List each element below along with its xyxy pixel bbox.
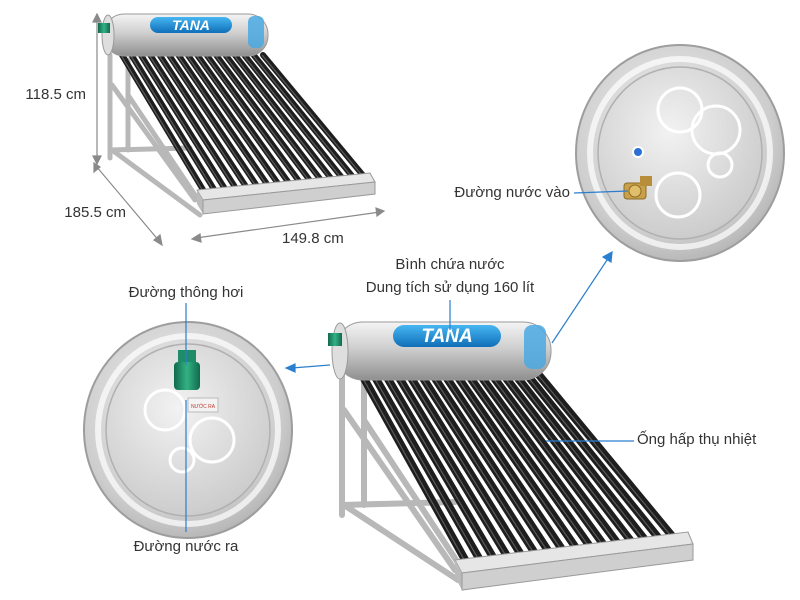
heater-main-tube-highlight bbox=[513, 374, 647, 544]
heater-top-tube bbox=[175, 52, 272, 190]
heater-main-tube-highlight bbox=[478, 374, 606, 549]
heater-main-tank: TANA bbox=[328, 321, 552, 381]
heater-main-tube bbox=[499, 371, 638, 549]
dimension-lines bbox=[92, 12, 386, 247]
heater-top-tube-highlight bbox=[176, 54, 269, 187]
heater-top-tube-highlight bbox=[223, 54, 322, 182]
inlet-label: Đường nước vào bbox=[454, 184, 570, 201]
heater-top-tube bbox=[260, 52, 367, 180]
heater-main-tube bbox=[428, 371, 555, 559]
heater-main-tube bbox=[358, 371, 472, 569]
outlet-tag bbox=[187, 397, 219, 413]
heater-main-tube bbox=[417, 371, 541, 561]
heater-main-view: TANA bbox=[328, 321, 694, 591]
tank-capacity-label: Dung tích sử dụng 160 lít bbox=[365, 279, 535, 296]
heater-main-tube bbox=[405, 371, 528, 563]
heater-top-tube bbox=[137, 52, 230, 194]
outlet-tag-text: NƯỚC RA bbox=[191, 403, 216, 410]
heater-top-tube bbox=[203, 52, 304, 187]
heater-main-tube bbox=[369, 371, 486, 568]
heater-main-tube-highlight bbox=[443, 374, 565, 554]
heater-top-tube bbox=[231, 52, 336, 183]
tank-title-label: Bình chứa nước bbox=[395, 256, 505, 273]
heater-main-tube-highlight bbox=[384, 374, 496, 562]
heater-top-tube bbox=[213, 52, 314, 185]
heater-top-rail bbox=[196, 172, 376, 215]
heater-main-tube-highlight bbox=[395, 374, 509, 561]
heater-main-tube-highlight bbox=[490, 374, 620, 547]
depth-dimension-label: 185.5 cm bbox=[64, 204, 126, 221]
heater-main-tube bbox=[440, 371, 569, 558]
heater-top-frame bbox=[107, 52, 208, 218]
heater-top-tube-highlight bbox=[233, 54, 332, 181]
heater-top-tubes bbox=[119, 52, 367, 196]
heater-main-rail bbox=[454, 531, 694, 591]
heater-top-tube bbox=[184, 52, 283, 189]
heater-top-tube bbox=[166, 52, 261, 191]
heater-main-brand-text: TANA bbox=[421, 326, 472, 347]
heater-top-tube-highlight bbox=[205, 54, 300, 184]
heater-main-tube bbox=[381, 371, 500, 566]
heater-top-view: TANA bbox=[92, 12, 386, 247]
heater-top-tube-highlight bbox=[242, 54, 343, 180]
outlet-end-plate: NƯỚC RA bbox=[83, 321, 293, 539]
heater-top-tube bbox=[147, 52, 240, 193]
height-dimension-label: 118.5 cm bbox=[25, 86, 86, 103]
heater-top-tube bbox=[119, 52, 208, 196]
heater-top-tube-highlight bbox=[186, 54, 279, 186]
heater-main-tube bbox=[535, 371, 679, 544]
heater-main-tube bbox=[464, 371, 597, 554]
heater-main-tube-highlight bbox=[537, 374, 675, 540]
heater-top-tube-highlight bbox=[261, 54, 364, 177]
heater-top-tube bbox=[128, 52, 219, 195]
heater-top-tube-highlight bbox=[214, 54, 311, 183]
heater-main-tube bbox=[452, 371, 583, 556]
vent-label: Đường thông hơi bbox=[128, 284, 244, 301]
width-dimension-label: 149.8 cm bbox=[282, 230, 344, 247]
heater-top-tube-highlight bbox=[129, 54, 216, 193]
heater-top-tube bbox=[222, 52, 325, 184]
outlet-label: Đường nước ra bbox=[133, 538, 239, 555]
heater-main-tube-highlight bbox=[407, 374, 523, 559]
inlet-sensor-icon bbox=[632, 146, 644, 158]
heater-top-tube bbox=[241, 52, 346, 182]
heater-main-tube bbox=[393, 371, 514, 564]
heater-top-brand-text: TANA bbox=[172, 17, 210, 33]
heater-top-tube-highlight bbox=[167, 54, 258, 188]
heater-main-tube-highlight bbox=[502, 374, 634, 545]
heater-top-tube bbox=[194, 52, 293, 188]
heater-top-tube bbox=[156, 52, 251, 192]
heater-main-tube-highlight bbox=[466, 374, 592, 551]
inlet-end-plate bbox=[575, 44, 785, 262]
heater-top-vent-icon bbox=[98, 23, 110, 33]
heater-main-tube bbox=[511, 371, 652, 547]
heater-top-tank: TANA bbox=[98, 13, 269, 57]
leader-lines bbox=[185, 190, 634, 532]
heater-top-tube bbox=[250, 52, 357, 181]
heater-main-tube bbox=[523, 371, 666, 546]
heater-top-tube-highlight bbox=[120, 54, 205, 194]
heater-top-tube-highlight bbox=[195, 54, 290, 185]
heater-top-tube-highlight bbox=[139, 54, 226, 192]
vent-valve-icon bbox=[174, 350, 200, 390]
heater-main-tube-highlight bbox=[372, 374, 482, 564]
heater-top-tube-highlight bbox=[148, 54, 237, 191]
tubes-label: Ống hấp thụ nhiệt bbox=[637, 431, 757, 448]
heater-main-tube bbox=[476, 371, 610, 552]
heater-main-tube-highlight bbox=[525, 374, 661, 542]
heater-main-tube-highlight bbox=[360, 374, 468, 566]
heater-main-tube-highlight bbox=[419, 374, 537, 557]
heater-top-tube-highlight bbox=[158, 54, 247, 189]
heater-main-tubes bbox=[358, 371, 679, 569]
heater-main-vent-icon bbox=[328, 333, 342, 346]
heater-main-tube-highlight bbox=[454, 374, 578, 552]
heater-main-tube-highlight bbox=[431, 374, 551, 556]
heater-top-tube-highlight bbox=[252, 54, 353, 178]
heater-main-tube bbox=[487, 371, 624, 551]
